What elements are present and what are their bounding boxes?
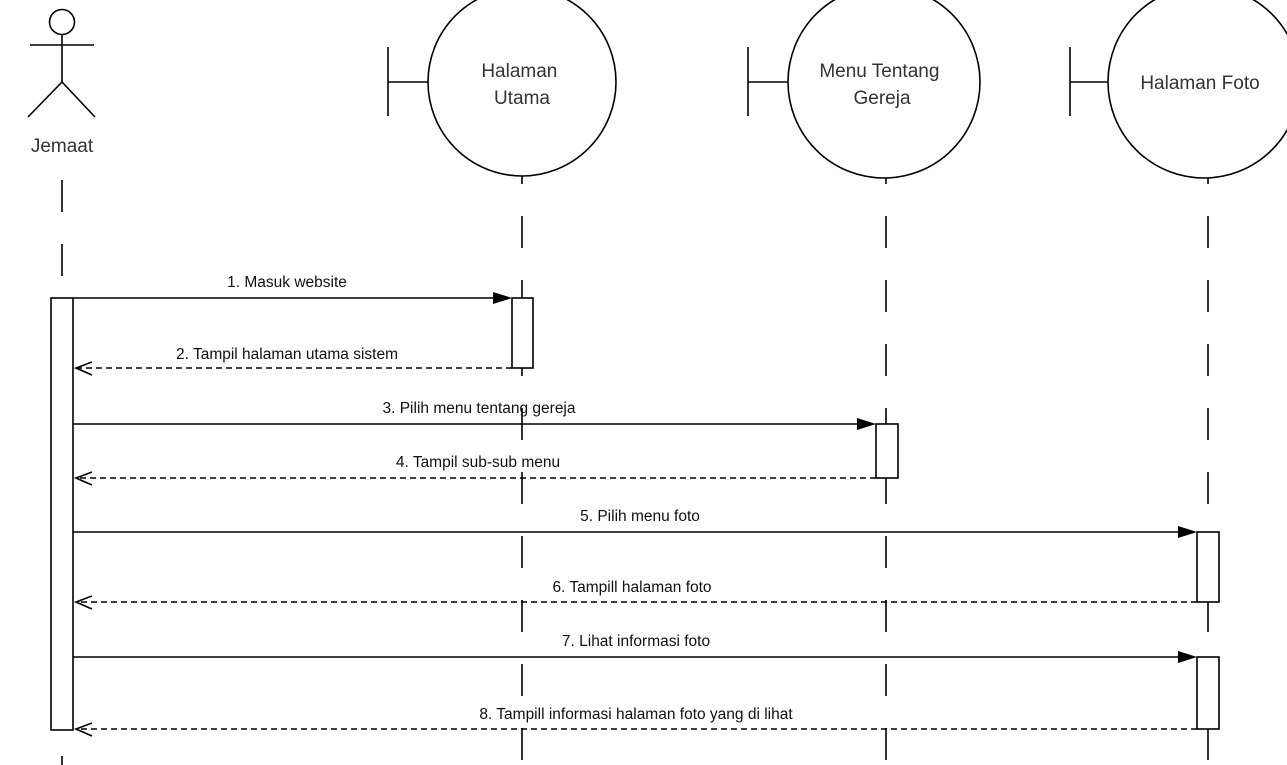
participant-label-halaman-utama: Halaman Utama — [481, 61, 562, 109]
boundary-icon-menu-tentang-gereja — [747, 0, 981, 179]
arrowhead-filled — [857, 418, 876, 430]
boundary-icon-halaman-utama — [387, 0, 617, 177]
arrowhead-open — [73, 722, 93, 737]
activation-halaman-foto-2 — [1196, 656, 1220, 730]
participant-label-line: Halaman Foto — [1140, 73, 1259, 94]
participant-label-line: Utama — [494, 88, 550, 109]
message-label-5: 5. Pilih menu foto — [580, 508, 700, 525]
message-label-6: 6. Tampill halaman foto — [552, 579, 711, 596]
participant-label-line: Menu Tentang — [819, 61, 939, 82]
activation-halaman-foto-1 — [1196, 531, 1220, 603]
activation-menu-tentang-gereja — [875, 423, 899, 479]
message-label-4: 4. Tampil sub-sub menu — [396, 454, 560, 471]
activation-halaman-utama — [511, 297, 534, 369]
arrowhead-open — [73, 595, 93, 610]
arrowhead-open — [73, 361, 93, 376]
participant-label-line: Gereja — [853, 88, 910, 109]
message-label-7: 7. Lihat informasi foto — [562, 633, 710, 650]
message-label-8: 8. Tampill informasi halaman foto yang d… — [479, 706, 793, 723]
participant-label-halaman-foto: Halaman Foto — [1140, 73, 1259, 94]
arrowhead-filled — [1178, 651, 1197, 663]
participant-label-line: Halaman — [481, 61, 557, 82]
message-label-2: 2. Tampil halaman utama sistem — [176, 346, 398, 363]
message-label-1: 1. Masuk website — [227, 274, 347, 291]
message-label-3: 3. Pilih menu tentang gereja — [382, 400, 575, 417]
actor-icon — [27, 8, 96, 118]
actor-label-jemaat: Jemaat — [31, 136, 94, 157]
activation-jemaat — [50, 297, 74, 731]
arrowhead-filled — [1178, 526, 1197, 538]
arrowhead-open — [73, 471, 93, 486]
boundary-icon-halaman-foto — [1069, 0, 1287, 179]
arrowhead-filled — [493, 292, 512, 304]
participant-label-menu-tentang-gereja: Menu Tentang Gereja — [819, 61, 944, 109]
